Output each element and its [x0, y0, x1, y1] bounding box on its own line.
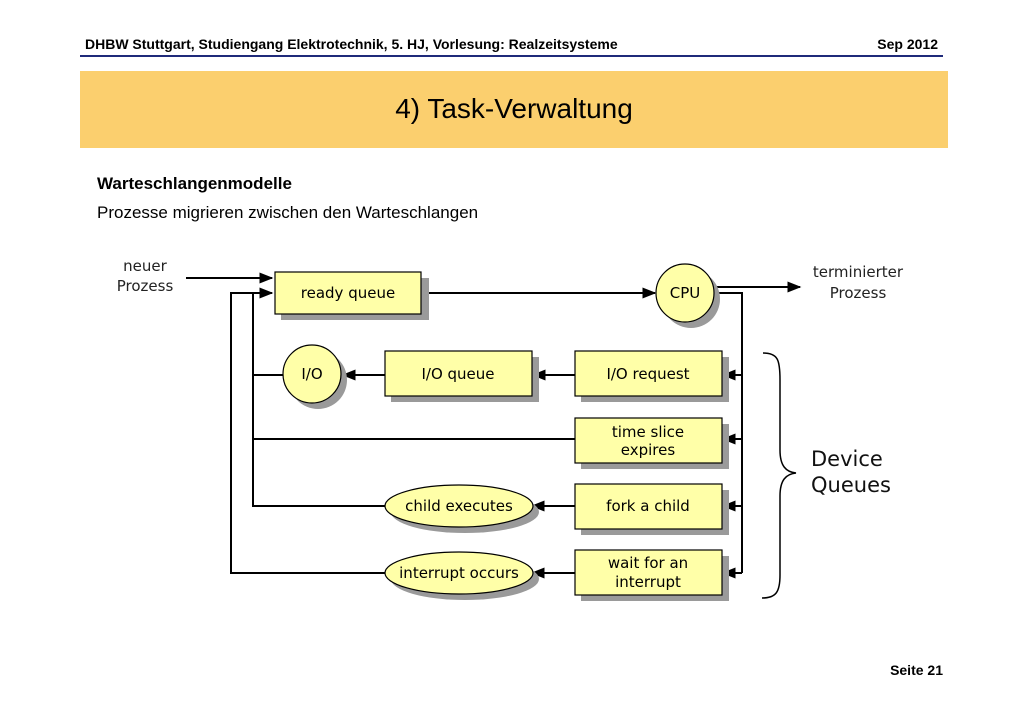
device-queues-label-1: Device: [811, 447, 883, 471]
section-subtitle: Prozesse migrieren zwischen den Wartesch…: [97, 203, 479, 222]
io-request-box: I/O request: [574, 350, 729, 402]
io-queue-box: I/O queue: [384, 350, 539, 402]
header-rule: [80, 55, 943, 57]
wait-interrupt-label-1: wait for an: [608, 554, 688, 572]
io-request-label: I/O request: [606, 365, 689, 383]
header-course-info: DHBW Stuttgart, Studiengang Elektrotechn…: [85, 36, 618, 52]
new-process-label-1: neuer: [123, 257, 167, 275]
wait-interrupt-box: wait for an interrupt: [574, 549, 729, 601]
time-slice-label-1: time slice: [612, 423, 684, 441]
connector-lines: [186, 272, 802, 579]
new-process-label-2: Prozess: [117, 277, 174, 295]
fork-child-box: fork a child: [574, 483, 729, 535]
device-queues-brace: [761, 352, 797, 599]
ready-queue-box: ready queue: [274, 271, 429, 320]
child-executes-node: child executes: [384, 484, 539, 533]
title-band: 4) Task-Verwaltung: [80, 71, 948, 148]
time-slice-label-2: expires: [621, 441, 676, 459]
terminated-process-label-2: Prozess: [830, 284, 887, 302]
cpu-label: CPU: [670, 284, 701, 302]
page-number: Seite 21: [890, 662, 943, 678]
interrupt-occurs-node: interrupt occurs: [384, 551, 539, 600]
fork-child-label: fork a child: [606, 497, 690, 515]
terminated-process-label-1: terminierter: [813, 263, 904, 281]
time-slice-box: time slice expires: [574, 417, 729, 469]
slide-title: 4) Task-Verwaltung: [395, 93, 633, 124]
io-label: I/O: [301, 365, 322, 383]
header-date: Sep 2012: [877, 36, 938, 52]
io-queue-label: I/O queue: [421, 365, 494, 383]
wait-interrupt-label-2: interrupt: [615, 573, 681, 591]
device-queues-label-2: Queues: [811, 473, 891, 497]
interrupt-occurs-label: interrupt occurs: [399, 564, 519, 582]
io-node: I/O: [282, 344, 347, 409]
page-header: DHBW Stuttgart, Studiengang Elektrotechn…: [80, 35, 943, 55]
child-executes-label: child executes: [405, 497, 513, 515]
ready-queue-label: ready queue: [301, 284, 395, 302]
cpu-node: CPU: [655, 263, 720, 328]
section-heading: Warteschlangenmodelle: [97, 174, 292, 193]
